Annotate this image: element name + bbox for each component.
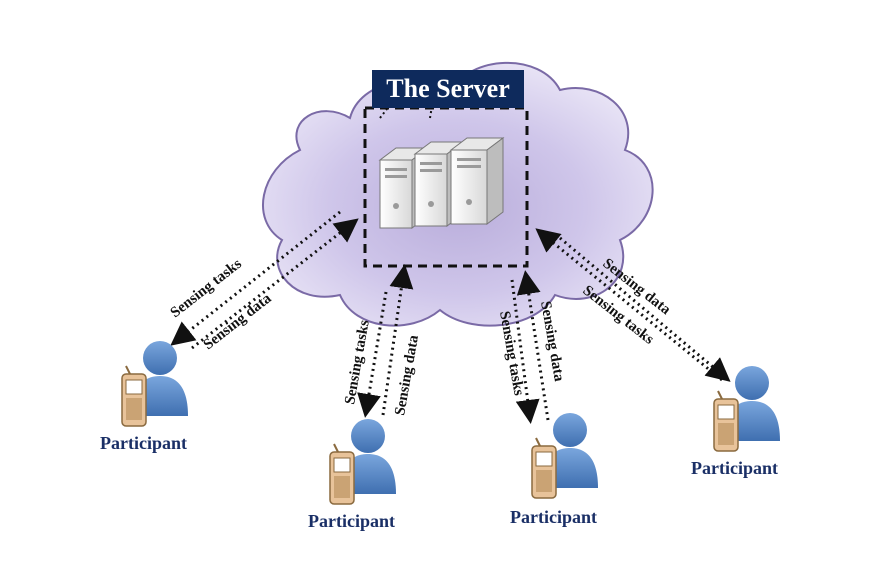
phone-icon [329, 443, 355, 505]
participant-4 [713, 366, 780, 452]
edge-3-task-label: Sensing tasks [496, 310, 527, 397]
edge-1-arrows [170, 210, 359, 350]
server-title: The Server [372, 70, 524, 108]
edge-1-task-label: Sensing tasks [168, 256, 245, 321]
edge-2-data-label: Sensing data [392, 333, 422, 416]
edge-1-data-label: Sensing data [201, 290, 275, 353]
participant-1-label: Participant [100, 433, 187, 453]
participant-4-label: Participant [691, 458, 778, 478]
edge-3-arrows [510, 270, 550, 424]
server-box [363, 106, 529, 268]
phone-icon [713, 390, 739, 452]
participant-2 [329, 419, 396, 505]
server-title-connector [379, 104, 433, 119]
participant-3-label: Participant [510, 507, 597, 527]
participant-1 [121, 341, 188, 427]
server-icon [378, 137, 505, 229]
participant-3 [531, 413, 598, 499]
edge-4-arrows [535, 228, 731, 382]
edge-2-arrows [357, 264, 414, 418]
phone-icon [121, 365, 147, 427]
participant-2-label: Participant [308, 511, 395, 531]
phone-icon [531, 437, 557, 499]
